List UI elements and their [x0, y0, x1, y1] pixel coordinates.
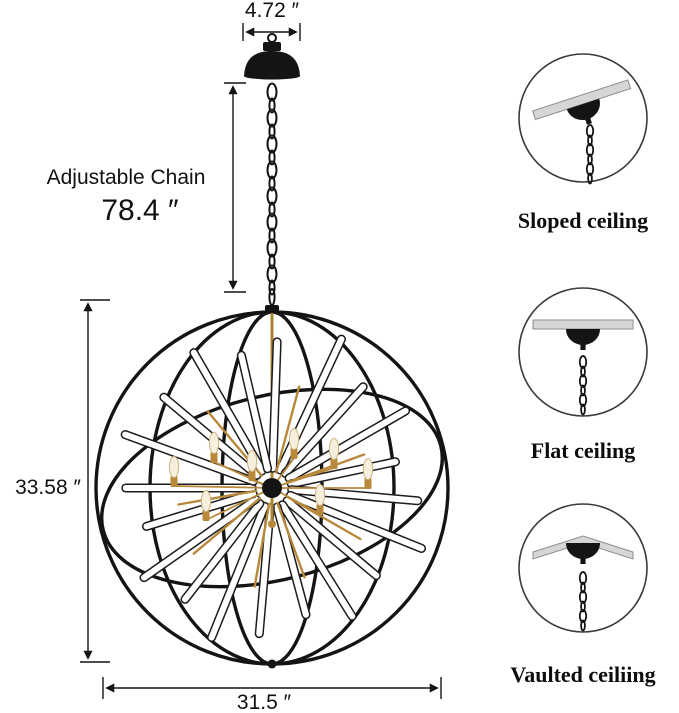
ceiling-type-vaulted: Vaulted ceiliing	[510, 503, 656, 687]
chain-link	[266, 82, 278, 114]
candle-bulb	[328, 438, 340, 470]
orb-width-value: 31.5 ″	[237, 691, 292, 713]
chain-link	[266, 264, 278, 296]
canopy-width-label: 4.72 ″	[245, 0, 300, 22]
dimension-orb-height: 33.58 ″	[15, 299, 110, 663]
sloped-ceiling-label: Sloped ceiling	[518, 208, 648, 233]
vaulted-ceiling-inset-circle	[518, 503, 648, 633]
chain-link	[266, 134, 278, 166]
chain-link	[266, 108, 278, 140]
orb-height-value: 33.58 ″	[15, 476, 81, 499]
glass-rays	[120, 334, 427, 643]
flat-ceiling-plate	[532, 319, 634, 330]
hanging-chain	[266, 82, 278, 306]
candle-bulb	[288, 428, 300, 460]
candle-bulb	[362, 458, 374, 490]
flat-ceiling-label: Flat ceiling	[531, 438, 635, 463]
chain-length-value: 78.4 ″	[101, 194, 179, 227]
dimension-canopy-width: 4.72 ″	[242, 0, 301, 41]
vaulted-ceiling-label: Vaulted ceiliing	[510, 662, 655, 687]
sputnik-burst	[120, 313, 427, 643]
dimension-orb-width: 31.5 ″	[102, 677, 442, 713]
ceiling-canopy	[244, 33, 300, 80]
ceiling-type-sloped: Sloped ceiling	[518, 53, 648, 233]
chain-link	[266, 212, 278, 244]
vaulted-ceiling-plate	[532, 535, 634, 560]
chain-link	[266, 238, 278, 270]
chain-link	[266, 186, 278, 218]
candle-bulb	[168, 456, 180, 488]
dimension-chain-length: Adjustable Chain 78.4 ″	[47, 82, 246, 293]
ceiling-type-flat: Flat ceiling	[518, 287, 648, 463]
chain-link	[266, 160, 278, 192]
candle-bulb	[200, 490, 212, 522]
candle-bulb	[314, 484, 326, 516]
candle-bulb	[208, 432, 220, 464]
flat-ceiling-inset-circle	[518, 287, 648, 417]
center-hub	[262, 478, 282, 498]
candle-bulb	[246, 450, 258, 482]
adjustable-chain-label: Adjustable Chain	[47, 166, 206, 189]
